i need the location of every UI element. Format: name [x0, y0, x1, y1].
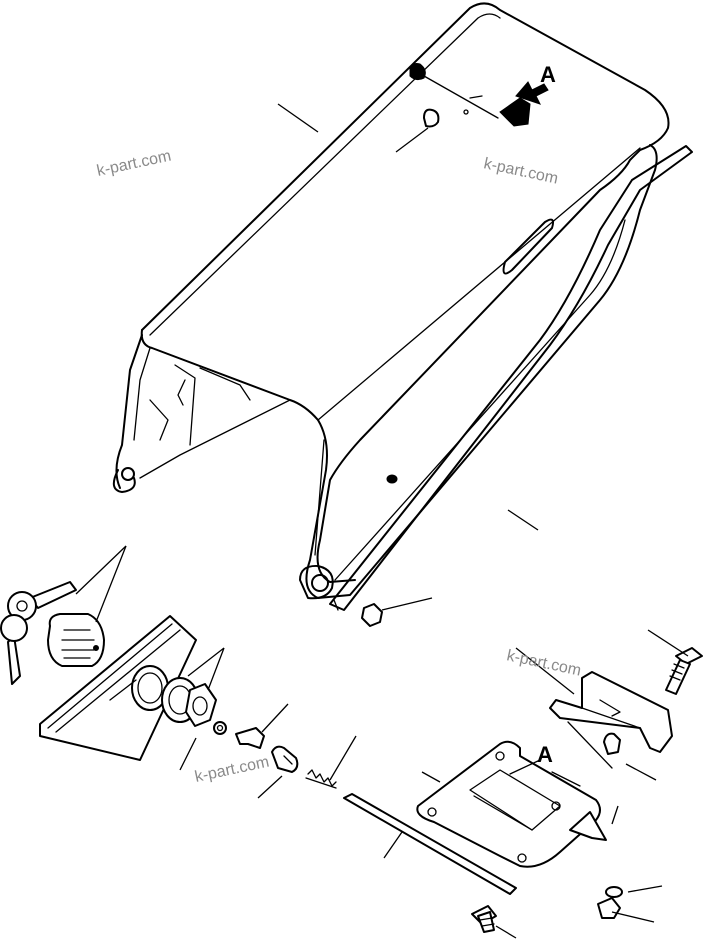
latch-plate [416, 740, 607, 868]
watermark-3: k-part.com [505, 647, 582, 679]
lock-cylinder [47, 613, 105, 667]
latch-handle [549, 671, 673, 769]
callout-a-bottom: A [537, 742, 553, 767]
cover-knob [423, 108, 440, 128]
callout-a-top: A [540, 62, 556, 87]
bolt-top [665, 647, 703, 695]
cover-hole [386, 474, 398, 484]
leader-lines [75, 103, 689, 939]
spring [305, 769, 337, 789]
seal-strip [329, 145, 693, 611]
nut-washer-set [161, 677, 227, 735]
latch-rod [343, 793, 517, 895]
watermark-1: k-part.com [95, 148, 172, 180]
lock-cam [235, 727, 299, 773]
cover-rivet [409, 63, 426, 81]
keys [0, 581, 77, 685]
watermark-4: k-part.com [193, 754, 270, 786]
engine-cover [112, 2, 670, 600]
bolt-bottom [471, 905, 497, 933]
bushing [361, 603, 383, 627]
watermark-2: k-part.com [482, 155, 559, 187]
cover-latch-catch [499, 97, 531, 127]
callout-arrow [515, 81, 549, 105]
